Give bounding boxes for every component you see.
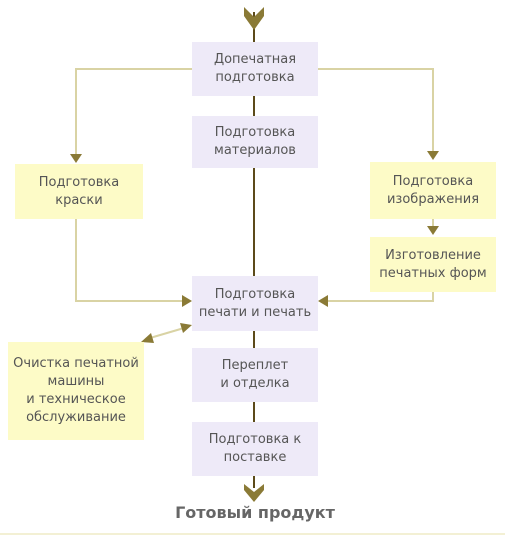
node-shipping: Подготовка к поставке: [192, 422, 318, 476]
line-ink-to-printing: [75, 219, 184, 302]
branch-line-to-image: [318, 68, 434, 153]
arrow-plates-to-printing-icon: [318, 295, 328, 307]
bottom-divider: [0, 533, 505, 535]
arrow-to-cleaning-icon: [141, 333, 154, 343]
entry-arrow-icon: [244, 7, 264, 30]
node-prepress: Допечатная подготовка: [192, 42, 318, 96]
node-materials: Подготовка материалов: [192, 116, 318, 168]
arrow-ink-to-printing-icon: [182, 295, 192, 307]
arrow-to-plates-icon: [427, 226, 439, 235]
exit-arrow-icon: [244, 484, 264, 502]
node-ink: Подготовка краски: [15, 164, 143, 219]
node-cleaning: Очистка печатной машины и техническое об…: [8, 342, 144, 440]
node-printing: Подготовка печати и печать: [192, 276, 318, 331]
node-binding: Переплет и отделка: [192, 348, 318, 402]
line-cleaning-printing: [149, 327, 185, 339]
arrow-to-printing-from-cleaning-icon: [180, 323, 192, 333]
line-plates-to-printing: [326, 292, 434, 302]
branch-line-to-ink: [75, 68, 192, 156]
node-plates: Изготовление печатных форм: [370, 237, 496, 292]
arrow-to-image-icon: [427, 151, 439, 160]
node-image: Подготовка изображения: [370, 162, 496, 219]
arrow-to-ink-icon: [70, 154, 82, 163]
final-product-label: Готовый продукт: [175, 503, 335, 522]
